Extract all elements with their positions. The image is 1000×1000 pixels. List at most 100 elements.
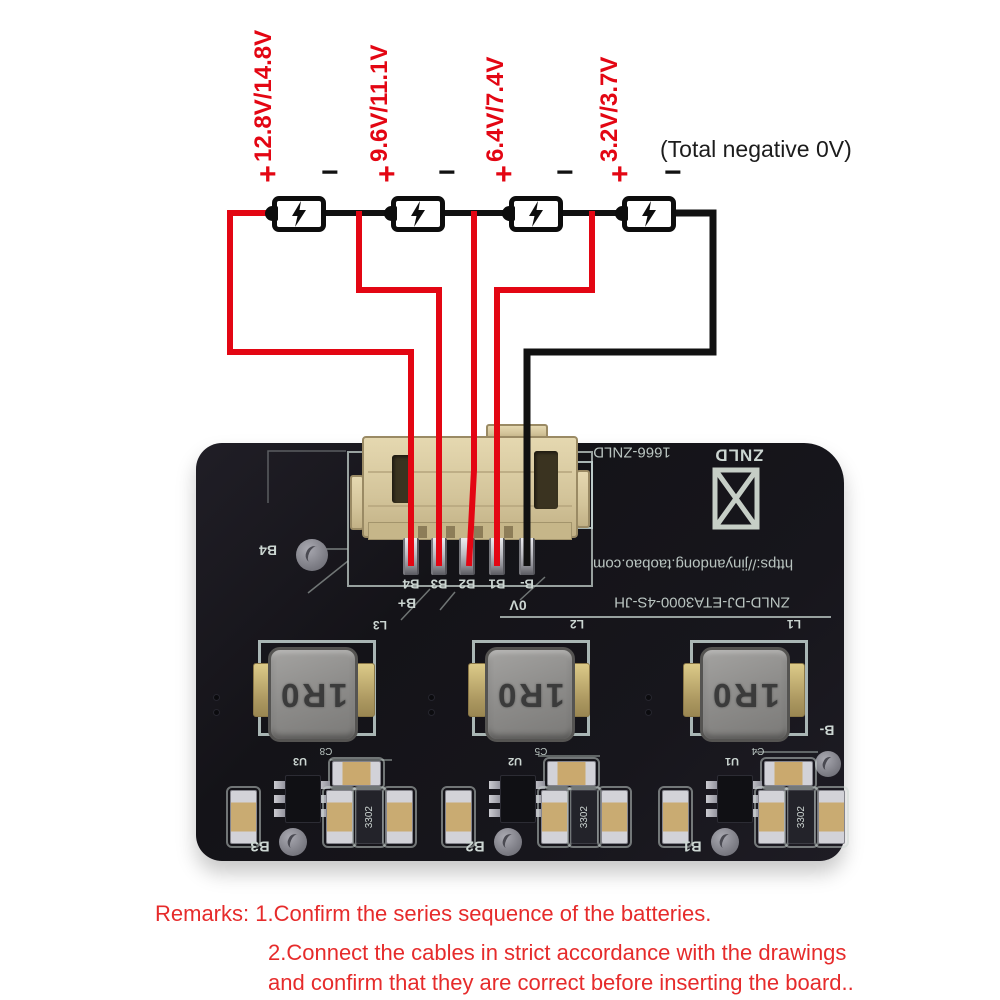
- connector-notch-4: [504, 526, 513, 538]
- ic-leg: [489, 809, 501, 817]
- connector-pin-bminus: [519, 538, 535, 575]
- plus-symbol: +: [378, 158, 396, 191]
- inductor-l1: 1R0: [700, 647, 790, 742]
- smd-resistor-3302: 3302: [784, 786, 819, 848]
- channel-solder-pad: [279, 828, 307, 856]
- channel-label-b2: B2: [465, 837, 485, 855]
- ic-leg: [706, 795, 718, 803]
- voltage-label-9v6: 9.6V/11.1V: [366, 44, 393, 162]
- voltage-label-3v2: 3.2V/3.7V: [596, 56, 623, 162]
- battery-positive-terminal: [384, 206, 397, 221]
- ic-leg: [489, 795, 501, 803]
- battery-cell-4: [265, 196, 326, 232]
- inductor-pad: [356, 663, 375, 717]
- pin-label-b2: B2: [458, 576, 476, 592]
- minus-symbol: −: [556, 156, 574, 189]
- b-minus-solder-pad: [815, 751, 841, 777]
- connector-pin-b4: [403, 538, 419, 575]
- plus-symbol: +: [259, 158, 277, 191]
- brand-logo-icon: [712, 467, 760, 530]
- smd-capacitor: [760, 757, 817, 790]
- connector-notch-3: [474, 526, 483, 538]
- b-minus-label: B-: [819, 722, 835, 739]
- inductor-marking: 1R0: [278, 676, 348, 714]
- inductor-ref-l3: L3: [373, 618, 388, 633]
- board-serial-marking: 1666-ZNLD: [593, 443, 671, 461]
- b4-solder-pad: [296, 539, 328, 571]
- inductor-l2: 1R0: [485, 647, 575, 742]
- ic-leg: [706, 809, 718, 817]
- smd-resistor-3302: 3302: [567, 786, 602, 848]
- battery-positive-terminal: [615, 206, 628, 221]
- ic-leg: [533, 781, 545, 789]
- ic-leg: [318, 795, 330, 803]
- ic-leg: [706, 781, 718, 789]
- cap-ref-label: C8: [319, 745, 333, 756]
- ic-leg: [750, 809, 762, 817]
- lightning-bolt-icon: [529, 201, 543, 227]
- ic-leg: [274, 781, 286, 789]
- connector-slot-left: [392, 455, 412, 503]
- via-dot: [646, 695, 651, 700]
- smd-resistor: [754, 786, 789, 848]
- ic-leg: [533, 809, 545, 817]
- pcb-board: 1666-ZNLD ZNLD B4 B4 B3 B2 B1: [196, 424, 849, 863]
- voltage-label-6v4: 6.4V/7.4V: [482, 56, 509, 162]
- smd-resistor: [322, 786, 357, 848]
- minus-symbol: −: [321, 156, 339, 189]
- ic-leg: [318, 781, 330, 789]
- resistor-marking: 3302: [364, 805, 375, 829]
- lightning-bolt-icon: [642, 201, 656, 227]
- ic-leg: [274, 809, 286, 817]
- via-dot: [214, 695, 219, 700]
- connector-wing-right: [576, 470, 590, 528]
- zero-volt-label: 0V: [509, 597, 527, 614]
- smd-capacitor: [328, 757, 385, 790]
- connector-pin-b3: [431, 538, 447, 575]
- remarks-line-2: 2.Connect the cables in strict accordanc…: [268, 940, 847, 965]
- channel-label-b1: B1: [682, 837, 702, 855]
- connector-pin-b1: [489, 538, 505, 575]
- cap-ref-label: C4: [751, 745, 765, 756]
- connector-notch-1: [418, 526, 427, 538]
- inductor-l3: 1R0: [268, 647, 358, 742]
- smd-resistor: [537, 786, 572, 848]
- ic-leg: [533, 795, 545, 803]
- smd-capacitor: [543, 757, 600, 790]
- pin-label-b4: B4: [402, 576, 420, 592]
- lightning-bolt-icon: [292, 201, 306, 227]
- model-marking: ZNLD-DJ-ETA3000-4S-JH: [614, 593, 790, 611]
- pin-label-b1: B1: [488, 576, 506, 592]
- ic-ref-label: U1: [724, 755, 740, 768]
- total-negative-note: (Total negative 0V): [660, 136, 852, 162]
- via-dot: [214, 710, 219, 715]
- inductor-ref-l2: L2: [570, 617, 585, 632]
- ic-leg: [318, 809, 330, 817]
- regulator-group-b1: U1 C4 3302 B1: [658, 745, 852, 863]
- resistor-marking: 3302: [579, 805, 590, 829]
- lightning-bolt-icon: [411, 201, 425, 227]
- pin-label-b3: B3: [430, 576, 448, 592]
- battery-positive-terminal: [502, 206, 515, 221]
- battery-cell-3: [384, 196, 445, 232]
- pin-label-bminus: B-: [520, 576, 534, 592]
- ic-ref-label: U2: [507, 755, 523, 768]
- ic-leg: [489, 781, 501, 789]
- smd-resistor: [382, 786, 417, 848]
- ic-leg: [750, 781, 762, 789]
- website-marking: https://jinyandong.taobao.com: [592, 555, 794, 573]
- remarks-line-3: and confirm that they are correct before…: [268, 970, 854, 995]
- via-dot: [429, 695, 434, 700]
- via-dot: [646, 710, 651, 715]
- channel-solder-pad: [711, 828, 739, 856]
- regulator-group-b2: U2 C5 3302 B2: [441, 745, 635, 863]
- minus-symbol: −: [438, 156, 456, 189]
- voltage-label-12v8: 12.8V/14.8V: [250, 29, 277, 162]
- connector-pin-b2: [459, 538, 475, 575]
- ic-leg: [274, 795, 286, 803]
- channel-solder-pad: [494, 828, 522, 856]
- regulator-group-b3: U3 C8 3302 B3: [226, 745, 420, 863]
- balancer-ic: [285, 775, 321, 823]
- balancer-ic: [500, 775, 536, 823]
